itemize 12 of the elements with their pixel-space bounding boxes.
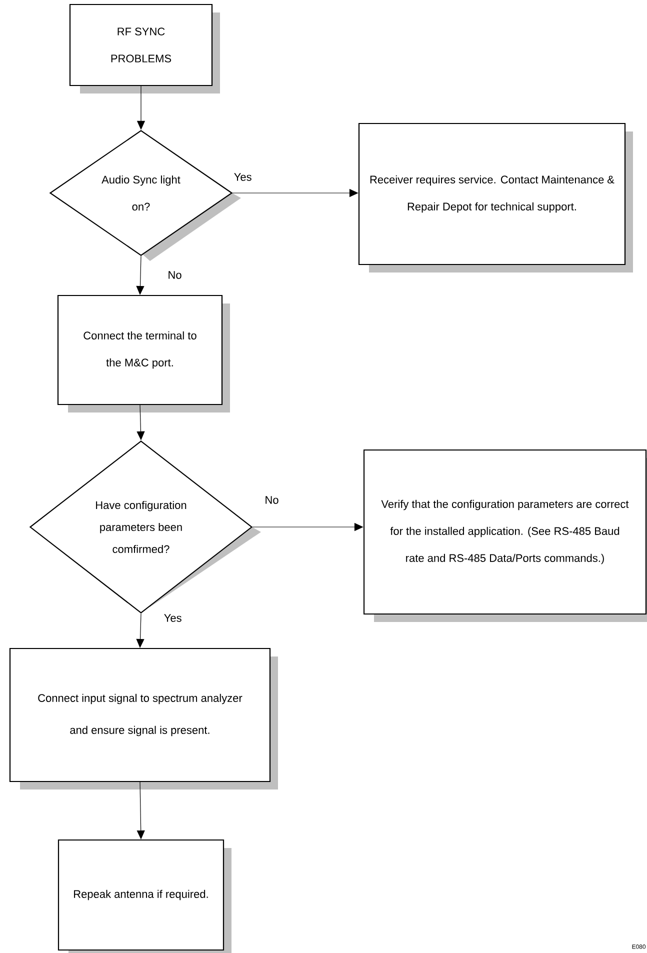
process-box: Receiver requires service. Contact Maintenance & Repair Depot for technical support. bbox=[358, 122, 633, 272]
edge-label: No bbox=[264, 495, 280, 505]
arrow bbox=[136, 256, 144, 295]
process-box: Repeak antenna if required. bbox=[58, 839, 232, 953]
process-box: RF SYNC PROBLEMS bbox=[69, 4, 220, 94]
process-box: Connect input signal to spectrum analyzer and ensure signal is present. bbox=[9, 648, 278, 790]
edge-label: No bbox=[166, 270, 183, 280]
edge-label: Yes bbox=[162, 613, 183, 623]
arrow bbox=[136, 613, 144, 648]
process-box: Connect the terminal to the M&C port. bbox=[57, 294, 230, 412]
process-box: Verify that the configuration parameters are correct for the installed application. (See RS-485 Baud rate and RS-485 Data/Ports commands.) bbox=[363, 449, 647, 622]
arrow bbox=[136, 782, 145, 840]
